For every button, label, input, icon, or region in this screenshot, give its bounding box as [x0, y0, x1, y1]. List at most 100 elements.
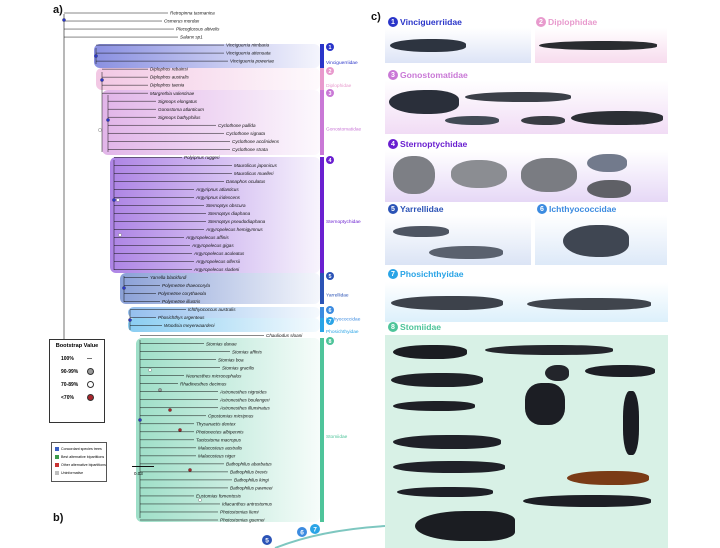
- fish-illustration: [545, 365, 569, 381]
- legend-label: 70-89%: [61, 381, 79, 388]
- family-badge-circle: [326, 306, 334, 314]
- family-badge-number: 6: [329, 308, 332, 314]
- family-label: Ichthyococcidae: [326, 317, 361, 323]
- sternoptychidae-band: [110, 157, 320, 273]
- family-bar-5: [320, 273, 324, 304]
- family-label: Stomiidae: [326, 434, 348, 440]
- fish-illustration: [429, 246, 503, 259]
- taxon-label: Opostomias micripnus: [208, 413, 254, 418]
- card-header-diplophidae: 2 Diplophidae: [536, 17, 597, 27]
- fish-illustration: [445, 116, 499, 125]
- phylogenetic-tree: 1Vinciguerriidae2Diplophidae3Gonostomati…: [62, 11, 362, 523]
- family-label: Yarrellidae: [326, 293, 349, 299]
- fish-illustration: [393, 435, 501, 449]
- card-header-phosichthyidae: 7 Phosichthyidae: [388, 269, 464, 279]
- bip-row: Uninformative: [55, 470, 106, 475]
- family-label: Sternoptychidae: [326, 219, 361, 225]
- taxon-label: Stomias boa: [218, 357, 244, 362]
- family-name: Phosichthyidae: [400, 269, 464, 279]
- family-badge-circle: [326, 272, 334, 280]
- panel-a-label: a): [53, 4, 63, 16]
- taxon-label: Vinciguerria nimbaria: [226, 43, 270, 48]
- family-badge-circle: [326, 43, 334, 51]
- fish-illustration: [397, 487, 493, 497]
- taxon-label: Photonectes albipennis: [196, 429, 244, 434]
- fish-illustration: [571, 111, 663, 125]
- white-dot-icon: [87, 381, 94, 388]
- taxon-label: Osmerus mordax: [164, 19, 200, 24]
- panel-b-arc: 5 6 7: [262, 524, 385, 548]
- taxon-label: Malacosteus australis: [198, 445, 243, 450]
- taxon-label: Polymetme thaeocoryla: [162, 283, 210, 288]
- node-marker: [138, 418, 142, 422]
- panel-b-arc-line: [274, 525, 385, 548]
- card-header-stomiidae: 8 Stomiidae: [388, 322, 441, 332]
- fish-illustration: [525, 383, 565, 425]
- family-number-badge: 3: [388, 70, 398, 80]
- taxon-label: Margrethia valentinae: [150, 91, 195, 96]
- legend-label: <70%: [61, 394, 74, 401]
- fish-illustration: [521, 116, 565, 125]
- taxon-label: Maurolicus muelleri: [234, 171, 275, 176]
- card-stomiidae: [385, 335, 668, 548]
- fish-illustration: [587, 154, 627, 172]
- taxon-label: Stomias gracilis: [222, 365, 255, 370]
- green-square-icon: [55, 454, 59, 459]
- taxon-label: Argyripnus atlanticus: [195, 187, 239, 192]
- family-badge-circle: [326, 89, 334, 97]
- fish-illustration: [415, 511, 515, 541]
- legend-label: 100%: [61, 355, 74, 362]
- blue-square-icon: [55, 446, 59, 451]
- taxon-label: Diplophos australis: [150, 75, 190, 80]
- taxon-label: Eustomias fomentosis: [196, 494, 242, 499]
- legend-row-90: 90-99%: [61, 368, 104, 375]
- taxon-label: Vinciguerria poweriae: [230, 59, 275, 64]
- taxon-label: Ichthyococcus australis: [188, 307, 236, 312]
- taxon-label: Argyropelecus olfersii: [195, 259, 241, 264]
- card-vinciguerriidae: [385, 28, 531, 63]
- family-bar-6: [320, 307, 324, 318]
- family-badge-number: 4: [329, 158, 332, 164]
- card-phosichthyidae: [385, 282, 668, 322]
- fish-illustration: [393, 401, 475, 411]
- family-name: Vinciguerriidae: [400, 17, 462, 27]
- grey-dot-icon: [87, 368, 94, 375]
- yarrellidae-band: [120, 273, 320, 304]
- node-marker: [62, 18, 66, 22]
- stomiidae-band: [136, 338, 320, 522]
- node-marker: [188, 468, 192, 472]
- node-marker: [178, 428, 182, 432]
- card-header-vinciguerriidae: 1 Vinciguerriidae: [388, 17, 462, 27]
- fish-illustration: [393, 461, 505, 473]
- node-marker: [148, 368, 152, 372]
- taxon-label: Sternoptyx diaphana: [208, 211, 251, 216]
- bip-label: Uninformative: [61, 470, 84, 475]
- fish-illustration: [521, 158, 577, 192]
- fish-illustration: [391, 296, 503, 310]
- bipartition-legend: Concordant species trees Best alternativ…: [51, 442, 107, 482]
- card-header-yarrellidae: 5 Yarrellidae: [388, 204, 443, 214]
- card-diplophidae: [535, 28, 667, 63]
- family-name: Yarrellidae: [400, 204, 444, 214]
- family-badge-number: 2: [329, 69, 332, 75]
- card-ichthyococcidae: [535, 215, 667, 265]
- taxon-label: Plecoglossus altivelis: [176, 27, 220, 32]
- diplophidae-band: [96, 68, 320, 90]
- badge-number-6: 6: [300, 530, 304, 537]
- legend-line-mark: —: [87, 355, 92, 362]
- badge-circle-6: [297, 527, 307, 537]
- fish-illustration: [393, 156, 435, 194]
- node-marker: [128, 318, 132, 322]
- node-marker: [94, 54, 98, 58]
- taxon-label: Argyropelecus hemigymnus: [205, 227, 263, 232]
- taxon-label: Bathophilus abarbatus: [226, 461, 272, 466]
- card-yarrellidae: [385, 215, 531, 265]
- taxon-label: Argyropelecus affinis: [185, 235, 229, 240]
- family-label: Gonostomatidae: [326, 127, 362, 133]
- scale-bar: [132, 466, 154, 467]
- family-badge-number: 8: [329, 339, 332, 345]
- taxon-label: Cyclothone strata: [232, 147, 268, 152]
- family-number-badge: 6: [537, 204, 547, 214]
- family-badge-number: 7: [329, 319, 332, 325]
- taxon-label: Rhadinesthes decimus: [180, 381, 227, 386]
